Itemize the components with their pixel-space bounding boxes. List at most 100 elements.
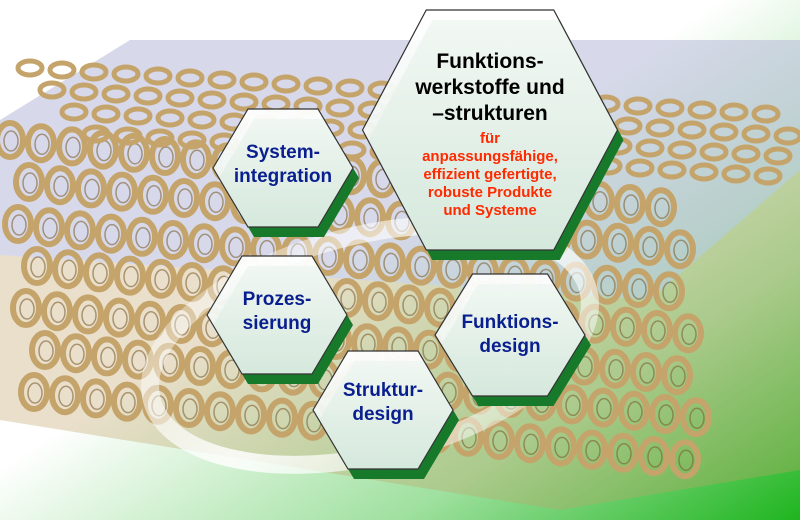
lattice-cell (630, 352, 662, 392)
lattice-cell (483, 420, 515, 460)
hexagon-main (361, 9, 619, 251)
lattice-cell-shade (19, 298, 35, 320)
lattice-top-cell (677, 120, 707, 140)
lattice-cell (374, 242, 406, 283)
lattice-cell-shade (228, 236, 244, 259)
lattice-cell-shade (42, 217, 58, 239)
lattice-cell-shade (650, 320, 666, 342)
lattice-cell (41, 291, 73, 332)
lattice-cell (661, 355, 693, 396)
lattice-top-cell (239, 72, 269, 92)
lattice-cell-shade (120, 391, 136, 414)
hexagon-prozessierung (206, 255, 348, 375)
lattice-cell (638, 436, 670, 476)
lattice-cell-shade (689, 407, 705, 429)
lattice-cell (176, 262, 208, 302)
lattice-cell (157, 220, 189, 260)
lattice-cell (610, 306, 642, 347)
lattice-cell-shade (433, 297, 449, 320)
main-title: Funktions- werkstoffe und –strukturen (415, 49, 564, 127)
lattice-cell (602, 222, 634, 263)
lattice-cell-shade (84, 178, 100, 201)
lattice-top-cell (229, 92, 259, 112)
lattice-cell (111, 381, 143, 422)
lattice-cell (2, 204, 34, 244)
lattice-cell-shade (402, 294, 418, 317)
lattice-cell (645, 187, 677, 228)
lattice-cell-shade (65, 136, 81, 159)
lattice-top-cell (143, 66, 173, 86)
lattice-cell-shade (580, 229, 596, 252)
lattice-cell-shade (244, 404, 260, 427)
lattice-cell-shade (143, 311, 159, 333)
lattice-cell (33, 207, 65, 248)
lattice-top-cell (655, 98, 685, 118)
lattice-cell-shade (224, 359, 240, 381)
lattice-cell-shade (678, 449, 694, 471)
lattice-cell (10, 288, 42, 328)
lattice-top-cell (773, 126, 800, 146)
lattice-cell-shade (600, 275, 616, 297)
lattice-cell-shade (340, 288, 356, 310)
lattice-cell (235, 394, 267, 435)
lattice-cell-shade (577, 355, 593, 378)
lattice-cell-shade (104, 223, 120, 246)
lattice-cell-shade (647, 446, 663, 468)
lattice-cell-shade (670, 365, 686, 387)
lattice-cell (118, 132, 150, 173)
lattice-top-cell (123, 106, 153, 126)
lattice-cell (95, 213, 127, 254)
lattice-cell (91, 336, 123, 377)
lattice-cell-shade (592, 191, 608, 213)
lattice-cell-shade (100, 346, 116, 369)
lattice-cell-shade (30, 256, 46, 278)
lattice-cell (204, 391, 236, 432)
lattice-cell-shade (3, 130, 19, 152)
lattice-cell (52, 249, 84, 290)
lattice-cell (571, 219, 603, 260)
lattice-cell (649, 394, 681, 434)
lattice-cell (18, 372, 50, 412)
lattice-cell (72, 294, 104, 335)
lattice-cell-shade (383, 252, 399, 275)
lattice-cell-shade (89, 388, 105, 411)
main-title-line-3: –strukturen (432, 101, 548, 125)
lattice-top-cell (47, 60, 77, 80)
main-subtitle-line-3: effizient gefertigte, (423, 165, 557, 183)
lattice-cell-shade (182, 398, 198, 420)
lattice-cell (114, 255, 146, 296)
lattice-cell-shade (154, 269, 170, 291)
lattice-cell (49, 375, 81, 416)
lattice-cell (56, 126, 88, 167)
lattice-cell-shade (61, 259, 77, 281)
strukturdesign-line-2: design (352, 404, 414, 425)
lattice-cell (25, 123, 57, 164)
hexagon-group (206, 9, 624, 479)
lattice-cell-shade (27, 382, 43, 404)
lattice-cell (556, 384, 588, 425)
lattice-top-cell (753, 166, 783, 186)
prozessierung-line-1: Prozes- (242, 289, 312, 310)
lattice-cell (219, 226, 251, 267)
lattice-cell-shade (554, 436, 570, 459)
lattice-top-cell (623, 96, 653, 116)
lattice-cell-shade (616, 443, 632, 465)
lattice-cell (173, 388, 205, 428)
lattice-cell-shade (639, 362, 655, 384)
lattice-top-cell (155, 108, 185, 128)
lattice-cell-shade (631, 278, 647, 300)
lattice-top-cell (763, 146, 793, 166)
lattice-cell (672, 313, 704, 354)
lattice-cell-shade (69, 343, 85, 365)
lattice-top-cell (699, 142, 729, 162)
lattice-cell (188, 223, 220, 264)
lattice-cell (653, 271, 685, 312)
lattice-cell (64, 210, 96, 251)
lattice-cell-shade (177, 188, 193, 210)
lattice-top-cell (709, 122, 739, 142)
lattice-top-cell (15, 58, 45, 78)
hexagon-label-prozessierung: Prozes- sierung (212, 262, 342, 362)
lattice-cell-shade (608, 359, 624, 381)
lattice-cell-shade (654, 197, 670, 219)
